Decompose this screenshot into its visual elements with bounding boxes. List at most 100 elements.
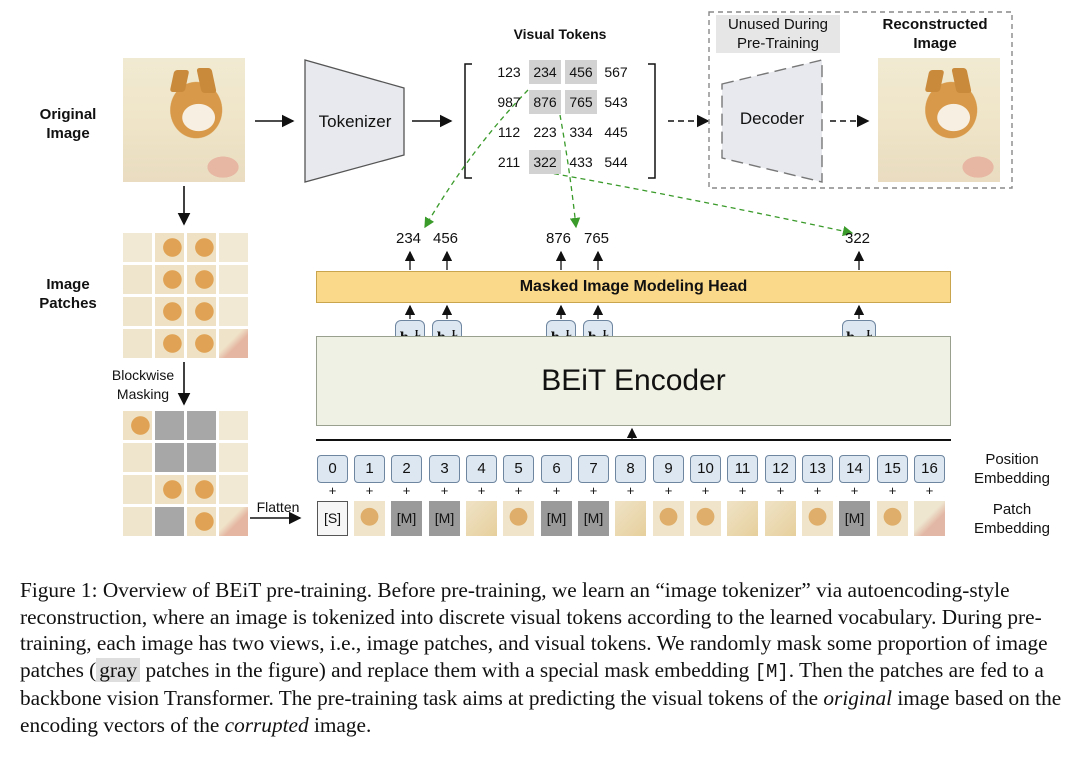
image-patch: [123, 329, 152, 358]
cls-token: [S]: [317, 501, 348, 536]
patch-embedding: [877, 501, 908, 536]
patch-embedding: [615, 501, 646, 536]
mask-token: [M]: [429, 501, 460, 536]
plus-sign: +: [328, 483, 337, 498]
beit-encoder: BEiT Encoder: [316, 336, 951, 426]
position-embedding: 1: [354, 455, 385, 483]
position-embedding: 5: [503, 455, 534, 483]
token-cell-highlighted: 456: [565, 60, 597, 84]
image-patch: [187, 265, 216, 294]
plus-sign: +: [365, 483, 374, 498]
token-cell: 334: [569, 124, 593, 140]
position-embedding: 3: [429, 455, 460, 483]
token-cell-highlighted: 876: [529, 90, 561, 114]
masked-patch: [155, 443, 184, 472]
image-patch: [155, 297, 184, 326]
predicted-token: 876: [546, 230, 572, 247]
position-embedding: 10: [690, 455, 721, 483]
masked-patch: [187, 443, 216, 472]
image-patch: [219, 297, 248, 326]
plus-sign: +: [626, 483, 635, 498]
position-embedding: 16: [914, 455, 945, 483]
token-cell: 445: [604, 124, 628, 140]
token-cell: 987: [497, 94, 521, 110]
patch-embedding: [466, 501, 497, 536]
patch-embedding: [354, 501, 385, 536]
token-cell-highlighted: 234: [529, 60, 561, 84]
position-embedding: 2: [391, 455, 422, 483]
image-patch: [187, 507, 216, 536]
image-patches-label: Image Patches: [39, 276, 97, 312]
tokenizer-label: Tokenizer: [318, 112, 392, 131]
token-cell: 543: [604, 94, 628, 110]
token-cell-highlighted: 322: [529, 150, 561, 174]
plus-sign: +: [738, 483, 747, 498]
position-embedding: 4: [466, 455, 497, 483]
position-embedding: 11: [727, 455, 758, 483]
image-patch: [155, 475, 184, 504]
token-cell: 211: [497, 154, 521, 170]
plus-sign: +: [813, 483, 822, 498]
flatten-label: Flatten: [256, 499, 300, 515]
patch-embedding: [914, 501, 945, 536]
plus-sign: +: [514, 483, 523, 498]
image-patch: [123, 265, 152, 294]
image-patch: [219, 329, 248, 358]
image-patch: [187, 329, 216, 358]
image-patch: [123, 411, 152, 440]
image-patch: [219, 411, 248, 440]
image-patch: [123, 507, 152, 536]
patch-embedding: [802, 501, 833, 536]
position-embedding: 15: [877, 455, 908, 483]
predicted-token: 765: [584, 230, 610, 247]
predicted-token: 234: [396, 230, 422, 247]
predicted-token: 456: [433, 230, 459, 247]
token-cell: 223: [533, 124, 557, 140]
plus-sign: +: [589, 483, 598, 498]
predicted-token: 322: [845, 230, 871, 247]
reconstructed-image: [878, 58, 1000, 182]
mask-token: [M]: [578, 501, 609, 536]
position-embedding-label: Position Embedding: [974, 451, 1050, 487]
image-patch: [155, 329, 184, 358]
position-embedding: 12: [765, 455, 796, 483]
position-embedding: 14: [839, 455, 870, 483]
unused-during-pretraining-label: Unused During Pre-Training: [716, 15, 840, 53]
figure-caption: Figure 1: Overview of BEiT pre-training.…: [20, 578, 1062, 737]
decoder-label: Decoder: [739, 109, 805, 128]
image-patch: [187, 233, 216, 262]
image-patch: [219, 443, 248, 472]
image-patch: [219, 507, 248, 536]
plus-sign: +: [552, 483, 561, 498]
image-patch: [123, 443, 152, 472]
image-patch: [219, 475, 248, 504]
image-patch: [187, 475, 216, 504]
position-embedding: 13: [802, 455, 833, 483]
image-patch: [219, 265, 248, 294]
masked-image-modeling-head: Masked Image Modeling Head: [316, 271, 951, 303]
mask-token: [M]: [839, 501, 870, 536]
patch-embedding: [503, 501, 534, 536]
masked-patch: [155, 507, 184, 536]
original-image-label: Original Image: [39, 106, 97, 142]
masked-patch: [187, 411, 216, 440]
position-embedding: 8: [615, 455, 646, 483]
patch-embedding: [727, 501, 758, 536]
plus-sign: +: [888, 483, 897, 498]
plus-sign: +: [402, 483, 411, 498]
visual-tokens-title: Visual Tokens: [513, 26, 607, 42]
token-cell: 123: [497, 64, 521, 80]
plus-sign: +: [776, 483, 785, 498]
plus-sign: +: [664, 483, 673, 498]
plus-sign: +: [925, 483, 934, 498]
position-embedding: 6: [541, 455, 572, 483]
token-cell: 544: [604, 154, 628, 170]
token-cell: 567: [604, 64, 628, 80]
plus-sign: +: [850, 483, 859, 498]
image-patch: [123, 297, 152, 326]
masked-patch: [155, 411, 184, 440]
patch-embedding: [653, 501, 684, 536]
token-cell: 112: [497, 124, 521, 140]
image-patch: [123, 233, 152, 262]
